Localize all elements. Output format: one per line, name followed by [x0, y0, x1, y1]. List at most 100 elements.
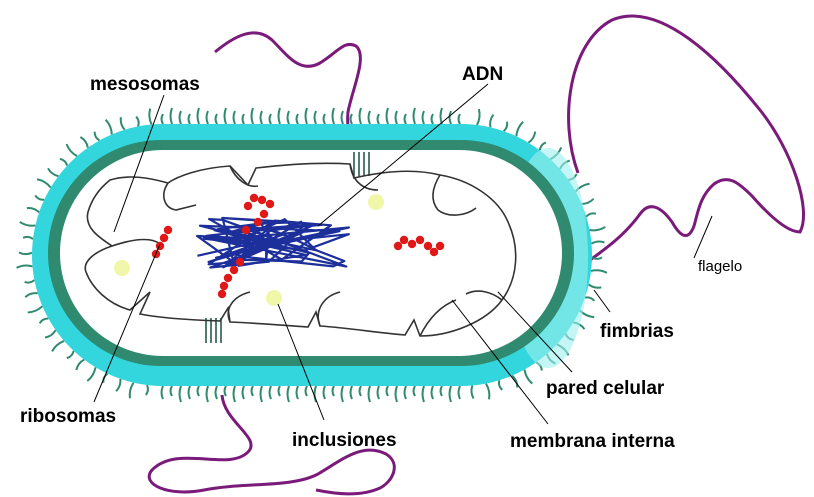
fimbria: [414, 386, 416, 396]
fimbria: [17, 266, 33, 268]
fimbria: [80, 137, 87, 148]
fimbria: [171, 386, 173, 396]
fimbria: [252, 386, 254, 396]
fimbria: [324, 114, 326, 124]
fimbria: [592, 257, 602, 259]
fimbria: [87, 367, 95, 381]
fimbria: [60, 159, 67, 166]
fimbria: [234, 111, 236, 124]
fimbria: [76, 360, 84, 370]
fimbria: [243, 114, 245, 124]
fimbria: [360, 108, 362, 124]
fimbria: [207, 111, 209, 124]
fimbria: [261, 386, 263, 402]
fimbria: [45, 330, 56, 337]
fimbria: [342, 386, 344, 402]
fimbria: [189, 386, 191, 399]
fimbria: [149, 109, 151, 125]
fimbria: [585, 297, 594, 301]
fimbria: [23, 237, 33, 239]
fimbria: [396, 111, 398, 124]
fimbria: [423, 386, 425, 402]
leader-fimbrias: [594, 290, 610, 312]
fimbria: [441, 108, 443, 124]
fimbria: [270, 114, 272, 124]
fimbria: [198, 108, 200, 124]
fimbria: [297, 386, 299, 399]
fimbria: [528, 132, 535, 143]
fimbria: [450, 111, 452, 124]
fimbria: [423, 111, 425, 124]
ribosome: [408, 240, 416, 248]
fimbria: [270, 386, 272, 399]
fimbria: [525, 370, 533, 384]
fimbria: [499, 380, 502, 390]
fimbria: [459, 386, 461, 399]
fimbria: [297, 114, 299, 124]
fimbria: [477, 109, 480, 125]
fimbria: [171, 108, 173, 124]
fimbria: [121, 117, 125, 129]
fimbria: [225, 108, 227, 124]
fimbria: [490, 115, 493, 128]
fimbria: [414, 108, 416, 124]
inclusion: [114, 260, 130, 276]
fimbria: [27, 208, 39, 212]
fimbria: [360, 386, 362, 396]
fimbria: [106, 120, 112, 135]
fimbria: [396, 386, 398, 402]
fimbria: [180, 111, 182, 124]
fimbria: [279, 386, 281, 396]
fimbria: [591, 270, 607, 273]
fimbria: [333, 386, 335, 396]
fimbria: [306, 108, 308, 124]
fimbria: [261, 111, 263, 124]
ribosome: [164, 226, 172, 234]
fimbria: [25, 280, 35, 283]
ribosome: [394, 242, 402, 250]
fimbria: [387, 108, 389, 124]
label-membrana-interna: membrana interna: [510, 431, 675, 452]
fimbria: [67, 351, 74, 358]
fimbria: [189, 114, 191, 124]
fimbria: [342, 111, 344, 124]
ribosome: [260, 210, 268, 218]
fimbria: [441, 386, 443, 396]
ribosome: [242, 226, 250, 234]
fimbria: [146, 385, 148, 395]
ribosome: [430, 248, 438, 256]
label-fimbrias: fimbrias: [600, 321, 674, 342]
fimbria: [405, 386, 407, 399]
fimbria: [25, 293, 37, 297]
fimbria: [351, 386, 353, 399]
fimbria: [207, 386, 209, 402]
label-inclusiones: inclusiones: [292, 430, 397, 451]
fimbria: [28, 306, 43, 312]
fimbria: [162, 114, 164, 124]
ribosome: [250, 194, 258, 202]
ribosome: [416, 236, 424, 244]
label-ribosomas: ribosomas: [20, 406, 116, 427]
fimbria: [590, 227, 606, 230]
fimbria: [516, 122, 523, 137]
fimbria: [315, 111, 317, 124]
fimbria: [225, 386, 227, 396]
fimbria: [378, 114, 380, 124]
fimbria: [378, 386, 380, 399]
fimbria: [306, 386, 308, 396]
fimbria: [288, 111, 290, 124]
label-mesosomas: mesosomas: [90, 74, 200, 95]
fimbria: [387, 386, 389, 396]
ribosome: [224, 274, 232, 282]
fimbria: [234, 386, 236, 402]
fimbria: [586, 213, 596, 216]
fimbria: [52, 341, 64, 351]
fimbria: [279, 108, 281, 124]
fimbria: [369, 386, 371, 402]
fimbria: [252, 108, 254, 124]
fimbria: [40, 319, 49, 324]
fimbria: [592, 241, 605, 243]
fimbria: [432, 114, 434, 124]
fimbria: [589, 284, 602, 287]
